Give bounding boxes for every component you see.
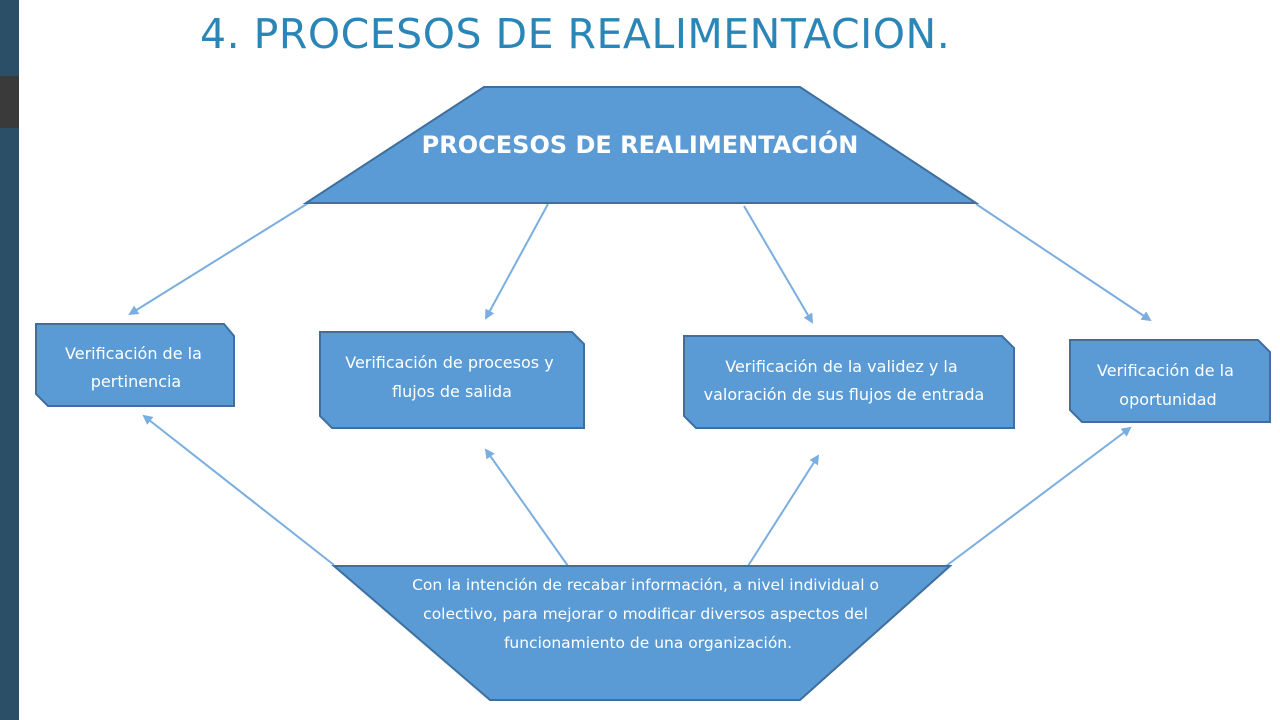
middle-node-2-shape xyxy=(319,331,585,429)
top-node-label: PROCESOS DE REALIMENTACIÓN xyxy=(422,129,859,159)
middle-node-1: Verificación de la pertinencia xyxy=(35,323,235,407)
middle-node-1-label: Verificación de la pertinencia xyxy=(65,344,207,391)
slide-side-bar xyxy=(0,0,19,720)
middle-node-3-label: Verificación de la validez y la valoraci… xyxy=(704,357,985,404)
middle-node-4-line-1: Verificación de la xyxy=(1097,361,1234,380)
slide-title: 4. PROCESOS DE REALIMENTACION. xyxy=(200,10,951,58)
bottom-node-line-3: funcionamiento de una organización. xyxy=(504,634,792,652)
middle-node-2-label: Verificación de procesos y flujos de sal… xyxy=(345,353,559,401)
arrow-bottom-to-node-3 xyxy=(747,454,820,567)
slide-side-tab xyxy=(0,76,19,128)
bottom-node-shape xyxy=(331,565,953,701)
middle-node-2-line-2: flujos de salida xyxy=(392,382,512,401)
top-node-shape xyxy=(302,86,980,204)
bottom-node-label: Con la intención de recabar información,… xyxy=(412,576,884,652)
bottom-node-line-2: colectivo, para mejorar o modificar dive… xyxy=(423,605,868,623)
middle-node-1-line-2: pertinencia xyxy=(91,372,181,391)
arrow-top-to-node-1 xyxy=(128,201,311,316)
middle-node-4-line-2: oportunidad xyxy=(1119,390,1216,409)
arrow-top-to-node-3 xyxy=(743,205,814,324)
middle-node-1-shape xyxy=(35,323,235,407)
arrow-bottom-to-node-4 xyxy=(945,426,1132,567)
middle-node-3-shape xyxy=(683,335,1015,429)
middle-node-2: Verificación de procesos y flujos de sal… xyxy=(319,331,585,429)
bottom-node: Con la intención de recabar información,… xyxy=(331,565,953,701)
middle-node-4-label: Verificación de la oportunidad xyxy=(1097,361,1239,409)
middle-node-1-line-1: Verificación de la xyxy=(65,344,202,363)
middle-node-3: Verificación de la validez y la valoraci… xyxy=(683,335,1015,429)
middle-node-4: Verificación de la oportunidad xyxy=(1069,339,1271,423)
arrow-top-to-node-2 xyxy=(485,203,549,320)
arrow-bottom-to-node-1 xyxy=(142,414,335,566)
middle-node-4-shape xyxy=(1069,339,1271,423)
middle-node-2-line-1: Verificación de procesos y xyxy=(345,353,553,372)
middle-node-3-line-1: Verificación de la validez y la xyxy=(725,357,957,376)
arrows-bottom-to-middle xyxy=(142,414,1132,567)
bottom-node-line-1: Con la intención de recabar información,… xyxy=(412,576,879,594)
top-node: PROCESOS DE REALIMENTACIÓN xyxy=(302,86,980,204)
middle-node-3-line-2: valoración de sus flujos de entrada xyxy=(704,385,985,404)
arrows-top-to-middle xyxy=(128,201,1152,324)
arrow-top-to-node-4 xyxy=(975,203,1152,322)
arrow-bottom-to-node-2 xyxy=(484,448,569,567)
